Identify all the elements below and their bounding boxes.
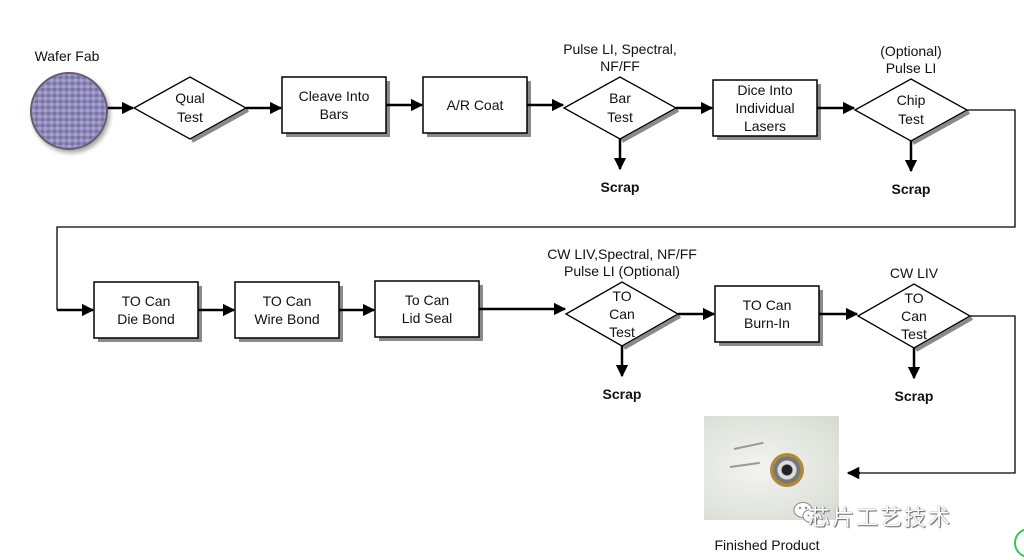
watermark-text: 芯片工艺技术	[808, 506, 953, 531]
chip-test-annotation: (Optional)Pulse LI	[880, 43, 941, 77]
laser-pin	[733, 441, 764, 450]
decision-text: Bar	[609, 90, 631, 106]
die-bond-box	[93, 281, 199, 339]
test-annotation-line: Pulse LI (Optional)	[564, 263, 680, 279]
decision-text: Test	[607, 109, 633, 125]
scrap-label: Scrap	[894, 388, 934, 404]
bar-test-annotation: Pulse LI, Spectral,NF/FF	[563, 41, 677, 75]
scrap-label: Scrap	[602, 386, 642, 402]
process-step-text: Dice Into	[737, 82, 793, 98]
ar-coat-text: A/R Coat	[423, 77, 527, 133]
scrap-label: Scrap	[600, 179, 640, 195]
process-step-text: Lasers	[743, 118, 787, 134]
wafer-image	[30, 72, 108, 150]
decision-text: TO	[612, 288, 632, 304]
final-connector	[850, 315, 1016, 474]
test-annotation-line: CW LIV	[889, 265, 939, 281]
decision-text: Test	[898, 111, 924, 127]
dice-box	[712, 79, 818, 137]
wafer-fab-label: Wafer Fab	[34, 48, 100, 64]
diamond-shadow	[621, 108, 679, 143]
test-annotation-line: CW LIV,Spectral, NF/FF	[547, 246, 697, 262]
lid-seal-box	[374, 280, 480, 338]
process-step-text: TO Can	[262, 293, 312, 309]
return-connector	[56, 109, 1016, 310]
decision-text: Can	[609, 306, 635, 322]
process-step-text: TO Can	[121, 293, 171, 309]
diamond-shadow	[912, 110, 970, 145]
decision-text: Test	[901, 326, 927, 342]
process-step-text: TO Can	[742, 297, 792, 313]
process-step-text: A/R Coat	[446, 97, 504, 113]
decision-text: Chip	[896, 92, 926, 108]
to-can-body	[770, 453, 804, 487]
to-can-test-2-annotation: CW LIV	[890, 265, 938, 282]
laser-pin	[729, 461, 760, 468]
process-step-text: Individual	[735, 100, 795, 116]
diamond-shadow	[191, 108, 249, 143]
decision-text: Qual	[175, 90, 205, 106]
process-step-text: Burn-In	[744, 315, 790, 331]
diamond-shadow	[623, 314, 681, 350]
test-annotation-line: (Optional)	[880, 43, 942, 59]
scrap-label: Scrap	[891, 181, 931, 197]
finished-product-label: Finished Product	[714, 537, 820, 553]
process-step-text: Cleave Into	[298, 88, 370, 104]
process-step-text: Wire Bond	[254, 311, 320, 327]
wechat-icon	[793, 502, 820, 523]
decision-text: TO	[904, 290, 924, 306]
test-annotation-line: Pulse LI, Spectral,	[563, 41, 677, 57]
process-step-text: Bars	[319, 106, 349, 122]
decision-text: Test	[177, 109, 203, 125]
decision-text: Can	[901, 308, 927, 324]
decision-text: Test	[609, 324, 635, 340]
process-step-text: Lid Seal	[401, 310, 453, 326]
diamond-shadow	[915, 316, 973, 352]
process-step-text: To Can	[404, 292, 450, 308]
test-annotation-line: Pulse LI	[885, 60, 937, 76]
process-step-text: Die Bond	[117, 311, 175, 327]
test-annotation-line: NF/FF	[600, 58, 640, 74]
